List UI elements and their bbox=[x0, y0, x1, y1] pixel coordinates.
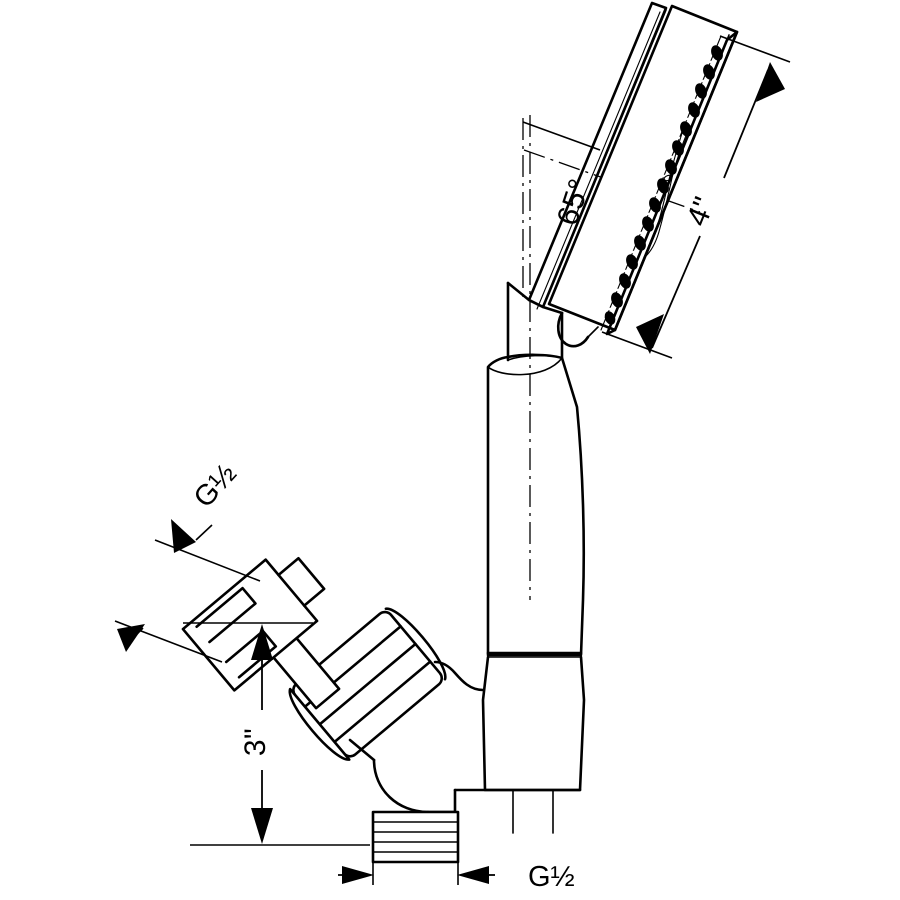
knurl-left-cap bbox=[288, 687, 351, 761]
outlet-ribbed-body bbox=[371, 810, 460, 864]
dim4-arrow-top bbox=[756, 62, 785, 102]
connector-stub bbox=[277, 556, 326, 607]
g12b-arrow-left bbox=[342, 866, 374, 884]
g12b-label: G½ bbox=[528, 861, 575, 893]
g12b-arrow-right bbox=[457, 866, 489, 884]
spray-nozzle-row bbox=[604, 45, 723, 325]
g12-top-leader-tail bbox=[195, 524, 213, 541]
outlet-elbow-link bbox=[348, 738, 376, 762]
dim4-ext-line-top bbox=[719, 35, 791, 63]
dim4-ext-line-bottom bbox=[601, 331, 673, 359]
g12-top-arrow bbox=[171, 519, 196, 553]
g12-bottom-leader-tail bbox=[130, 627, 144, 641]
head-bottom-clip bbox=[556, 311, 590, 348]
dim3-label: 3" bbox=[239, 728, 272, 756]
head-bottom-clip-edge bbox=[587, 326, 599, 338]
angle-arc-top bbox=[522, 121, 601, 151]
handle-top-rim bbox=[487, 357, 563, 376]
connector-block bbox=[181, 558, 319, 692]
dim4-line-upper bbox=[723, 69, 769, 179]
note-outlet-thread: G½ bbox=[338, 861, 575, 893]
shower-head bbox=[527, 1, 739, 348]
connector-bottom-recess bbox=[224, 629, 278, 679]
head-bevel-line-2 bbox=[536, 11, 661, 310]
knurl-groove-3 bbox=[333, 660, 432, 744]
g12-top-leader bbox=[154, 539, 261, 582]
knurl-right-cap bbox=[384, 607, 447, 681]
neck-top-junction bbox=[506, 281, 564, 315]
knurl-groove-2 bbox=[318, 642, 417, 726]
dim3-arrow-top bbox=[251, 624, 273, 660]
dim3-arrow-bottom bbox=[251, 808, 273, 844]
dimension-holder-height: 3" bbox=[183, 622, 370, 846]
dim4-line-lower bbox=[651, 235, 701, 349]
spray-plate-detail bbox=[645, 125, 691, 257]
wall-connector bbox=[181, 556, 326, 692]
g12-bottom-arrow bbox=[117, 624, 145, 652]
spray-nozzle-highlights bbox=[607, 60, 713, 311]
hose-outlet bbox=[348, 738, 460, 864]
dim4-arrow-bottom bbox=[636, 314, 664, 354]
